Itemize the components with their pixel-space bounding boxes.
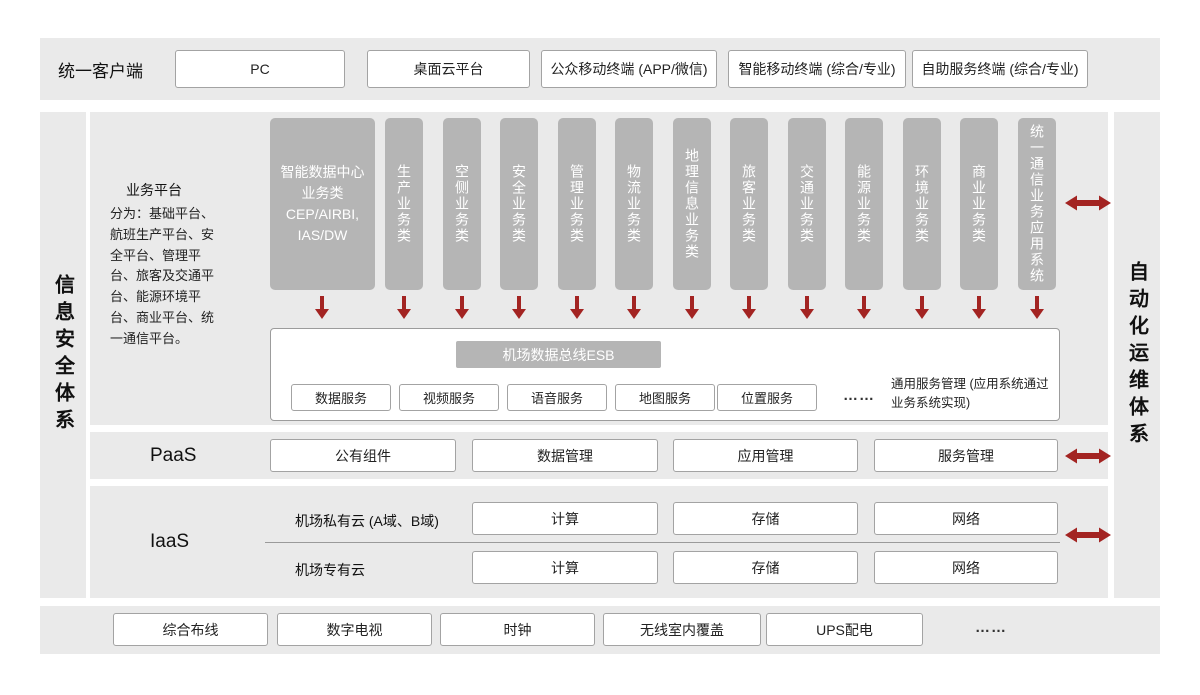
down-arrow-icon xyxy=(685,296,699,320)
infra-ellipsis: …… xyxy=(975,619,1007,636)
down-arrow-icon xyxy=(857,296,871,320)
business-column: 空侧业务类 xyxy=(443,118,481,290)
infra-box: 综合布线 xyxy=(113,613,268,646)
down-arrow-icon xyxy=(397,296,411,320)
info-security-label: 信息安全体系 xyxy=(51,274,74,436)
business-column: 环境业务类 xyxy=(903,118,941,290)
paas-band: PaaS 公有组件 数据管理 应用管理 服务管理 xyxy=(90,432,1108,479)
paas-box: 应用管理 xyxy=(673,439,858,472)
dedicated-cloud-label: 机场专有云 xyxy=(295,562,365,578)
paas-box: 服务管理 xyxy=(874,439,1058,472)
iaas-box: 存储 xyxy=(673,502,858,535)
down-arrow-icon xyxy=(742,296,756,320)
esb-service-box: 视频服务 xyxy=(399,384,499,411)
esb-container: 机场数据总线ESB 数据服务 视频服务 语音服务 地图服务 位置服务 …… 通用… xyxy=(270,328,1060,421)
business-column: 地理信息业务类 xyxy=(673,118,711,290)
business-column: 统一通信业务应用系统 xyxy=(1018,118,1056,290)
info-security-bar: 信息安全体系 xyxy=(40,112,86,598)
down-arrow-icon xyxy=(570,296,584,320)
esb-note: 通用服务管理 (应用系统通过业务系统实现) xyxy=(891,377,1049,410)
double-arrow-icon xyxy=(1065,195,1111,211)
client-terminal-box: 公众移动终端 (APP/微信) xyxy=(541,50,717,88)
business-platform-title: 业务平台 xyxy=(126,182,182,198)
auto-ops-bar: 自动化运维体系 xyxy=(1114,112,1160,598)
unified-client-label: 统一客户端 xyxy=(58,61,143,81)
business-column: 旅客业务类 xyxy=(730,118,768,290)
esb-service-box: 语音服务 xyxy=(507,384,607,411)
infra-box: UPS配电 xyxy=(766,613,923,646)
paas-box: 数据管理 xyxy=(472,439,658,472)
infrastructure-band: 综合布线 数字电视 时钟 无线室内覆盖 UPS配电 …… xyxy=(40,606,1160,654)
iaas-divider xyxy=(265,542,1060,543)
infra-box: 无线室内覆盖 xyxy=(603,613,761,646)
business-column: 交通业务类 xyxy=(788,118,826,290)
down-arrow-icon xyxy=(455,296,469,320)
client-terminal-box: PC xyxy=(175,50,345,88)
auto-ops-label: 自动化运维体系 xyxy=(1125,260,1148,450)
double-arrow-icon xyxy=(1065,527,1111,543)
down-arrow-icon xyxy=(800,296,814,320)
business-column: 生产业务类 xyxy=(385,118,423,290)
business-column: 安全业务类 xyxy=(500,118,538,290)
client-terminal-box: 自助服务终端 (综合/专业) xyxy=(912,50,1088,88)
paas-box: 公有组件 xyxy=(270,439,456,472)
esb-ellipsis: …… xyxy=(843,387,875,404)
down-arrow-icon xyxy=(1030,296,1044,320)
iaas-box: 网络 xyxy=(874,502,1058,535)
client-terminal-box: 智能移动终端 (综合/专业) xyxy=(728,50,906,88)
down-arrow-icon xyxy=(627,296,641,320)
esb-title: 机场数据总线ESB xyxy=(456,341,661,368)
iaas-band: IaaS 机场私有云 (A域、B域) 计算 存储 网络 机场专有云 计算 存储 … xyxy=(90,486,1108,598)
business-column: 商业业务类 xyxy=(960,118,998,290)
iaas-box: 计算 xyxy=(472,551,658,584)
business-column-smart-data-center: 智能数据中心业务类 CEP/AIRBI, IAS/DW xyxy=(270,118,375,290)
business-column: 能源业务类 xyxy=(845,118,883,290)
down-arrow-icon xyxy=(315,296,329,320)
infra-box: 时钟 xyxy=(440,613,595,646)
esb-service-box: 地图服务 xyxy=(615,384,715,411)
business-platform-description: 分为：基础平台、航班生产平台、安全平台、管理平台、旅客及交通平台、能源环境平台、… xyxy=(110,206,215,346)
esb-service-box: 位置服务 xyxy=(717,384,817,411)
client-terminal-box: 桌面云平台 xyxy=(367,50,530,88)
iaas-label: IaaS xyxy=(150,531,190,552)
infra-box: 数字电视 xyxy=(277,613,432,646)
business-platform-panel: 业务平台 分为：基础平台、航班生产平台、安全平台、管理平台、旅客及交通平台、能源… xyxy=(90,112,1108,425)
down-arrow-icon xyxy=(972,296,986,320)
iaas-box: 存储 xyxy=(673,551,858,584)
double-arrow-icon xyxy=(1065,448,1111,464)
down-arrow-icon xyxy=(512,296,526,320)
iaas-box: 计算 xyxy=(472,502,658,535)
esb-service-box: 数据服务 xyxy=(291,384,391,411)
down-arrow-icon xyxy=(915,296,929,320)
business-column: 物流业务类 xyxy=(615,118,653,290)
unified-client-band: 统一客户端 PC 桌面云平台 公众移动终端 (APP/微信) 智能移动终端 (综… xyxy=(40,38,1160,100)
iaas-box: 网络 xyxy=(874,551,1058,584)
business-column: 管理业务类 xyxy=(558,118,596,290)
paas-label: PaaS xyxy=(150,444,197,466)
private-cloud-label: 机场私有云 (A域、B域) xyxy=(295,513,439,529)
